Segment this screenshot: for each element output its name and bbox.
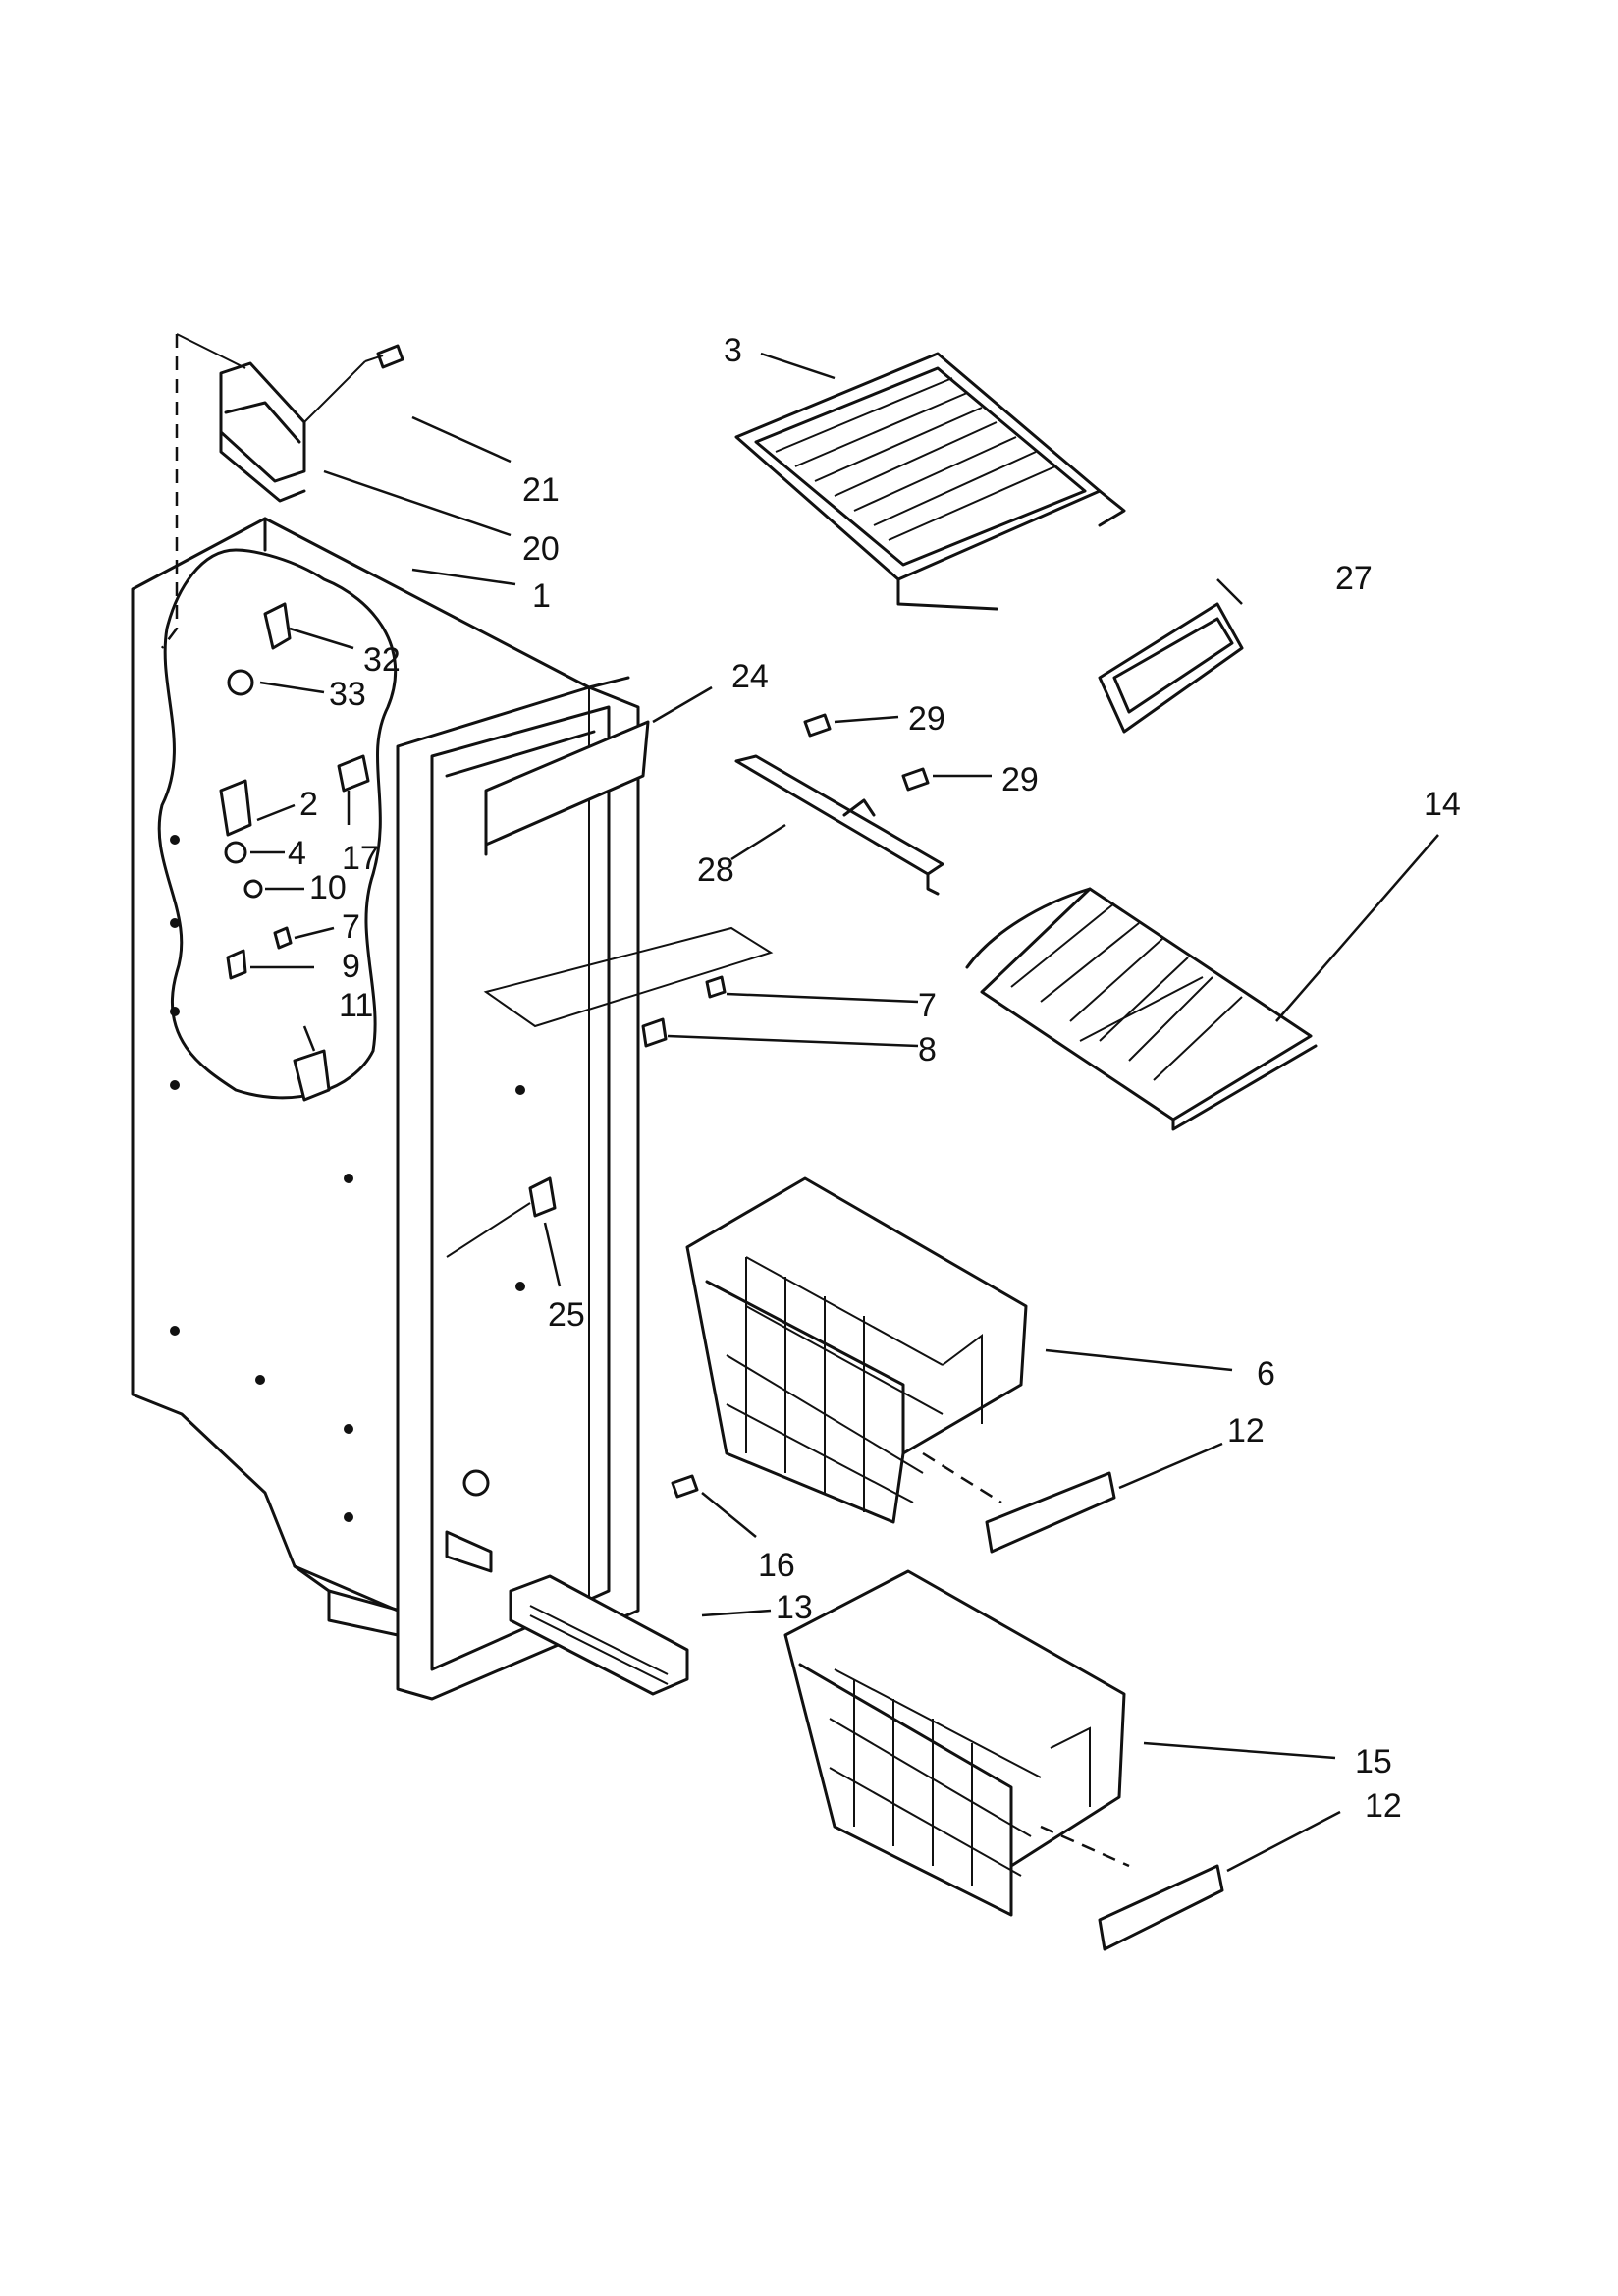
callout-11: 11 bbox=[339, 987, 373, 1024]
callout-33: 33 bbox=[329, 676, 366, 713]
shelf-support-28 bbox=[734, 754, 944, 896]
callout-7b: 7 bbox=[918, 987, 937, 1024]
callout-9: 9 bbox=[342, 948, 360, 985]
top-bracket bbox=[176, 333, 306, 503]
callout-28: 28 bbox=[697, 851, 734, 889]
callout-20: 20 bbox=[522, 530, 560, 568]
callout-10: 10 bbox=[309, 869, 347, 906]
screw-29b bbox=[901, 767, 930, 792]
back-plate bbox=[483, 926, 774, 1028]
callout-13: 13 bbox=[776, 1589, 813, 1626]
callout-15: 15 bbox=[1355, 1743, 1392, 1780]
callout-12a: 12 bbox=[1227, 1412, 1265, 1449]
callout-32: 32 bbox=[363, 641, 401, 679]
callout-29b: 29 bbox=[1001, 761, 1039, 798]
screw-16 bbox=[671, 1474, 699, 1499]
callout-1: 1 bbox=[532, 577, 551, 615]
basket-front-12b bbox=[1098, 1864, 1224, 1951]
callout-24: 24 bbox=[731, 658, 769, 695]
callout-16: 16 bbox=[758, 1547, 795, 1584]
basket-front-12a bbox=[985, 1471, 1116, 1554]
callout-17: 17 bbox=[342, 840, 379, 877]
callout-6: 6 bbox=[1257, 1355, 1275, 1393]
leader-lines bbox=[250, 352, 1439, 1873]
freezer-liner bbox=[131, 334, 640, 1701]
pan-front-27 bbox=[1098, 602, 1244, 734]
switch-25 bbox=[446, 1176, 557, 1258]
callout-4: 4 bbox=[288, 835, 306, 872]
callout-8: 8 bbox=[918, 1031, 937, 1068]
callout-21: 21 bbox=[522, 471, 560, 509]
callout-12b: 12 bbox=[1365, 1787, 1402, 1825]
callout-27: 27 bbox=[1335, 560, 1373, 597]
callout-3: 3 bbox=[724, 332, 742, 369]
switch-housing bbox=[219, 754, 370, 1102]
wire-shelf-14 bbox=[965, 887, 1318, 1131]
callout-2: 2 bbox=[299, 786, 318, 823]
clip-7-8 bbox=[641, 975, 727, 1048]
shelf-grid-3 bbox=[734, 352, 1126, 611]
callout-7a: 7 bbox=[342, 908, 360, 946]
grille-13 bbox=[509, 1574, 689, 1696]
trim-panel-24 bbox=[484, 720, 650, 856]
basket-15 bbox=[783, 1569, 1130, 1917]
screw-21 bbox=[303, 344, 404, 423]
callout-25: 25 bbox=[548, 1296, 585, 1334]
light-socket bbox=[227, 602, 292, 696]
callout-29a: 29 bbox=[908, 700, 945, 738]
screw-29a bbox=[803, 713, 832, 738]
basket-6 bbox=[685, 1176, 1028, 1524]
callout-14: 14 bbox=[1424, 786, 1461, 823]
